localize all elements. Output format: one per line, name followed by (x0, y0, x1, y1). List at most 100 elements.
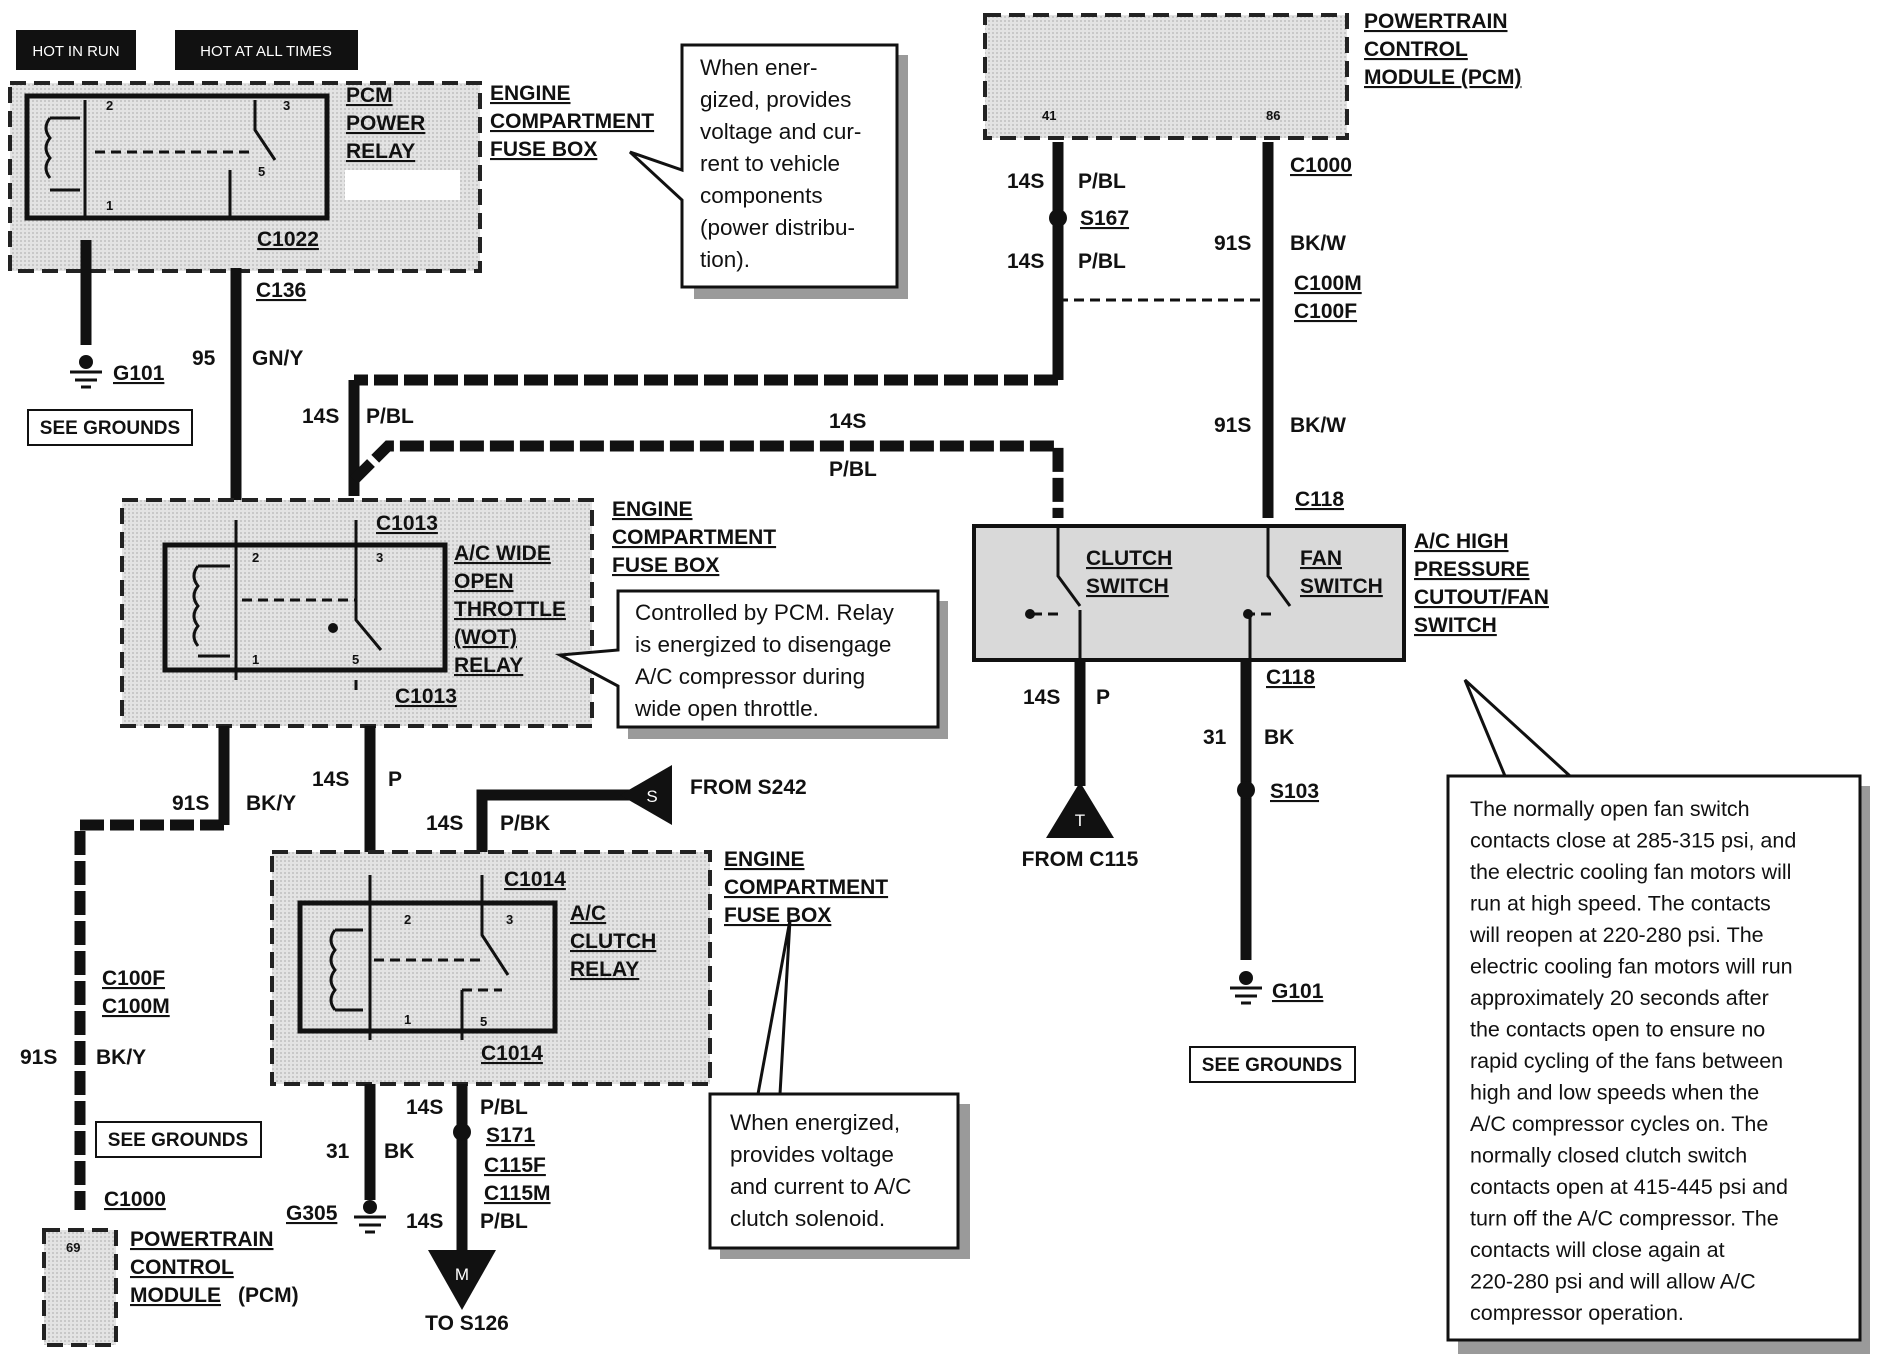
svg-text:C115F: C115F (484, 1154, 546, 1177)
svg-text:RELAY: RELAY (570, 958, 639, 981)
svg-text:FAN: FAN (1300, 547, 1342, 570)
svg-text:S167: S167 (1080, 207, 1129, 230)
svg-text:P/BL: P/BL (366, 405, 414, 428)
svg-text:C118: C118 (1295, 488, 1344, 511)
svg-text:14S: 14S (1007, 250, 1044, 273)
svg-text:14S: 14S (426, 812, 463, 835)
svg-text:14S: 14S (406, 1210, 443, 1233)
svg-text:BK: BK (384, 1140, 414, 1163)
svg-text:P: P (388, 768, 402, 791)
svg-text:C1022: C1022 (257, 228, 319, 251)
svg-text:CUTOUT/FAN: CUTOUT/FAN (1414, 586, 1549, 609)
svg-text:C1000: C1000 (1290, 154, 1352, 177)
ac-clutch-relay-box: 2 3 1 5 C1014 A/C CLUTCH RELAY ENGINE CO… (270, 848, 888, 1086)
svg-text:BK: BK (1264, 726, 1294, 749)
svg-text:ENGINE: ENGINE (490, 82, 571, 105)
svg-text:BK/Y: BK/Y (246, 792, 296, 815)
svg-text:FUSE BOX: FUSE BOX (490, 138, 597, 161)
svg-text:5: 5 (480, 1014, 487, 1029)
svg-text:C1014: C1014 (481, 1042, 543, 1065)
bottom-wires: 31 BK G305 M 14S P/BL S171 C115F C115M 1… (286, 1084, 551, 1335)
svg-text:C100M: C100M (1294, 272, 1362, 295)
svg-text:3: 3 (283, 98, 290, 113)
svg-text:69: 69 (66, 1240, 80, 1255)
svg-text:SEE GROUNDS: SEE GROUNDS (108, 1130, 248, 1151)
svg-text:14S: 14S (1023, 686, 1060, 709)
svg-text:RELAY: RELAY (346, 140, 415, 163)
svg-text:SWITCH: SWITCH (1300, 575, 1383, 598)
svg-text:COMPARTMENT: COMPARTMENT (490, 110, 654, 133)
svg-text:M: M (455, 1265, 469, 1284)
svg-text:31: 31 (326, 1140, 350, 1163)
svg-text:95: 95 (192, 347, 216, 370)
svg-text:P/BL: P/BL (829, 458, 877, 481)
svg-text:5: 5 (258, 164, 265, 179)
svg-text:RELAY: RELAY (454, 654, 523, 677)
svg-text:G305: G305 (286, 1202, 338, 1225)
svg-text:A/C: A/C (570, 902, 606, 925)
svg-text:3: 3 (376, 550, 383, 565)
svg-text:P/BL: P/BL (1078, 170, 1126, 193)
svg-text:S171: S171 (486, 1124, 535, 1147)
svg-text:FUSE BOX: FUSE BOX (612, 554, 719, 577)
svg-text:BK/W: BK/W (1290, 232, 1346, 255)
svg-text:FROM C115: FROM C115 (1022, 848, 1139, 871)
svg-text:P/BL: P/BL (480, 1096, 528, 1119)
svg-text:P/BK: P/BK (500, 812, 550, 835)
svg-text:HOT AT ALL TIMES: HOT AT ALL TIMES (200, 43, 332, 60)
svg-text:POWER: POWER (346, 112, 425, 135)
svg-text:BK/Y: BK/Y (96, 1046, 146, 1069)
svg-text:G101: G101 (1272, 980, 1324, 1003)
svg-text:C1013: C1013 (395, 685, 457, 708)
svg-text:COMPARTMENT: COMPARTMENT (612, 526, 776, 549)
left-bky-wire: 91S BK/Y C100F C100M 91S BK/Y SEE GROUND… (20, 726, 296, 1211)
svg-text:P/BL: P/BL (480, 1210, 528, 1233)
svg-text:THROTTLE: THROTTLE (454, 598, 566, 621)
svg-text:MODULE (PCM): MODULE (PCM) (1364, 66, 1521, 89)
svg-text:14S: 14S (302, 405, 339, 428)
svg-text:PCM: PCM (346, 84, 393, 107)
svg-text:(WOT): (WOT) (454, 626, 517, 649)
svg-text:PRESSURE: PRESSURE (1414, 558, 1530, 581)
svg-text:C136: C136 (256, 279, 306, 302)
svg-text:COMPARTMENT: COMPARTMENT (724, 876, 888, 899)
svg-text:TO S126: TO S126 (425, 1312, 509, 1335)
g101-ground-top: G101 SEE GROUNDS (27, 240, 193, 446)
svg-text:MODULE: MODULE (130, 1284, 221, 1307)
svg-text:C100M: C100M (102, 995, 170, 1018)
svg-text:POWERTRAIN: POWERTRAIN (1364, 10, 1508, 33)
svg-text:CONTROL: CONTROL (130, 1256, 234, 1279)
svg-text:91S: 91S (20, 1046, 57, 1069)
svg-text:T: T (1075, 811, 1085, 830)
svg-text:S103: S103 (1270, 780, 1319, 803)
svg-text:2: 2 (106, 98, 113, 113)
svg-text:1: 1 (252, 652, 259, 667)
svg-text:41: 41 (1042, 108, 1056, 123)
svg-text:C118: C118 (1266, 666, 1315, 689)
svg-text:CONTROL: CONTROL (1364, 38, 1468, 61)
svg-text:SEE GROUNDS: SEE GROUNDS (1202, 1055, 1342, 1076)
svg-text:14S: 14S (829, 410, 866, 433)
pcm-top-module: 41 86 POWERTRAIN CONTROL MODULE (PCM) (983, 10, 1521, 140)
svg-text:SEE GROUNDS: SEE GROUNDS (40, 418, 180, 439)
svg-text:31: 31 (1203, 726, 1227, 749)
svg-text:2: 2 (404, 912, 411, 927)
svg-text:5: 5 (352, 652, 359, 667)
svg-text:3: 3 (506, 912, 513, 927)
svg-text:FUSE BOX: FUSE BOX (724, 904, 831, 927)
svg-text:2: 2 (252, 550, 259, 565)
wire-14s-p: 14S P (312, 726, 402, 852)
svg-text:C100F: C100F (1294, 300, 1357, 323)
svg-text:FROM S242: FROM S242 (690, 776, 807, 799)
hot-in-run-tag: HOT IN RUN (16, 30, 136, 70)
svg-text:BK/W: BK/W (1290, 414, 1346, 437)
svg-text:C1014: C1014 (504, 868, 566, 891)
svg-text:ENGINE: ENGINE (612, 498, 693, 521)
svg-text:GN/Y: GN/Y (252, 347, 303, 370)
